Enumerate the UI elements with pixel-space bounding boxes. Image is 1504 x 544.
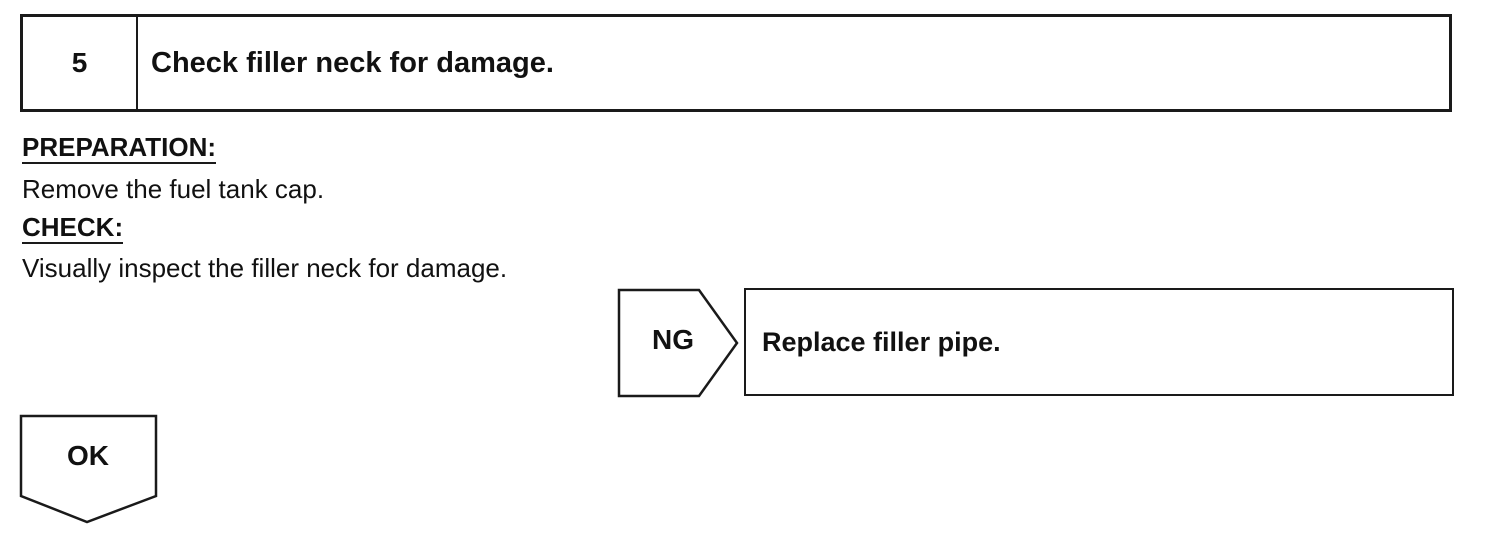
check-text: Visually inspect the filler neck for dam… [22,253,508,283]
step-header: 5 Check filler neck for damage. [20,14,1452,112]
ng-action-text: Replace filler pipe. [762,326,1001,357]
step-title: Check filler neck for damage. [151,46,554,79]
ng-action-box: Replace filler pipe. [744,288,1454,396]
ok-label: OK [67,440,109,471]
preparation-heading: PREPARATION: [22,132,217,164]
preparation-text: Remove the fuel tank cap. [22,174,325,204]
step-number: 5 [23,17,138,109]
check-heading: CHECK: [22,212,124,244]
ok-arrow-shape [19,414,158,524]
ng-arrow-shape [617,288,739,398]
ng-label: NG [652,324,694,355]
